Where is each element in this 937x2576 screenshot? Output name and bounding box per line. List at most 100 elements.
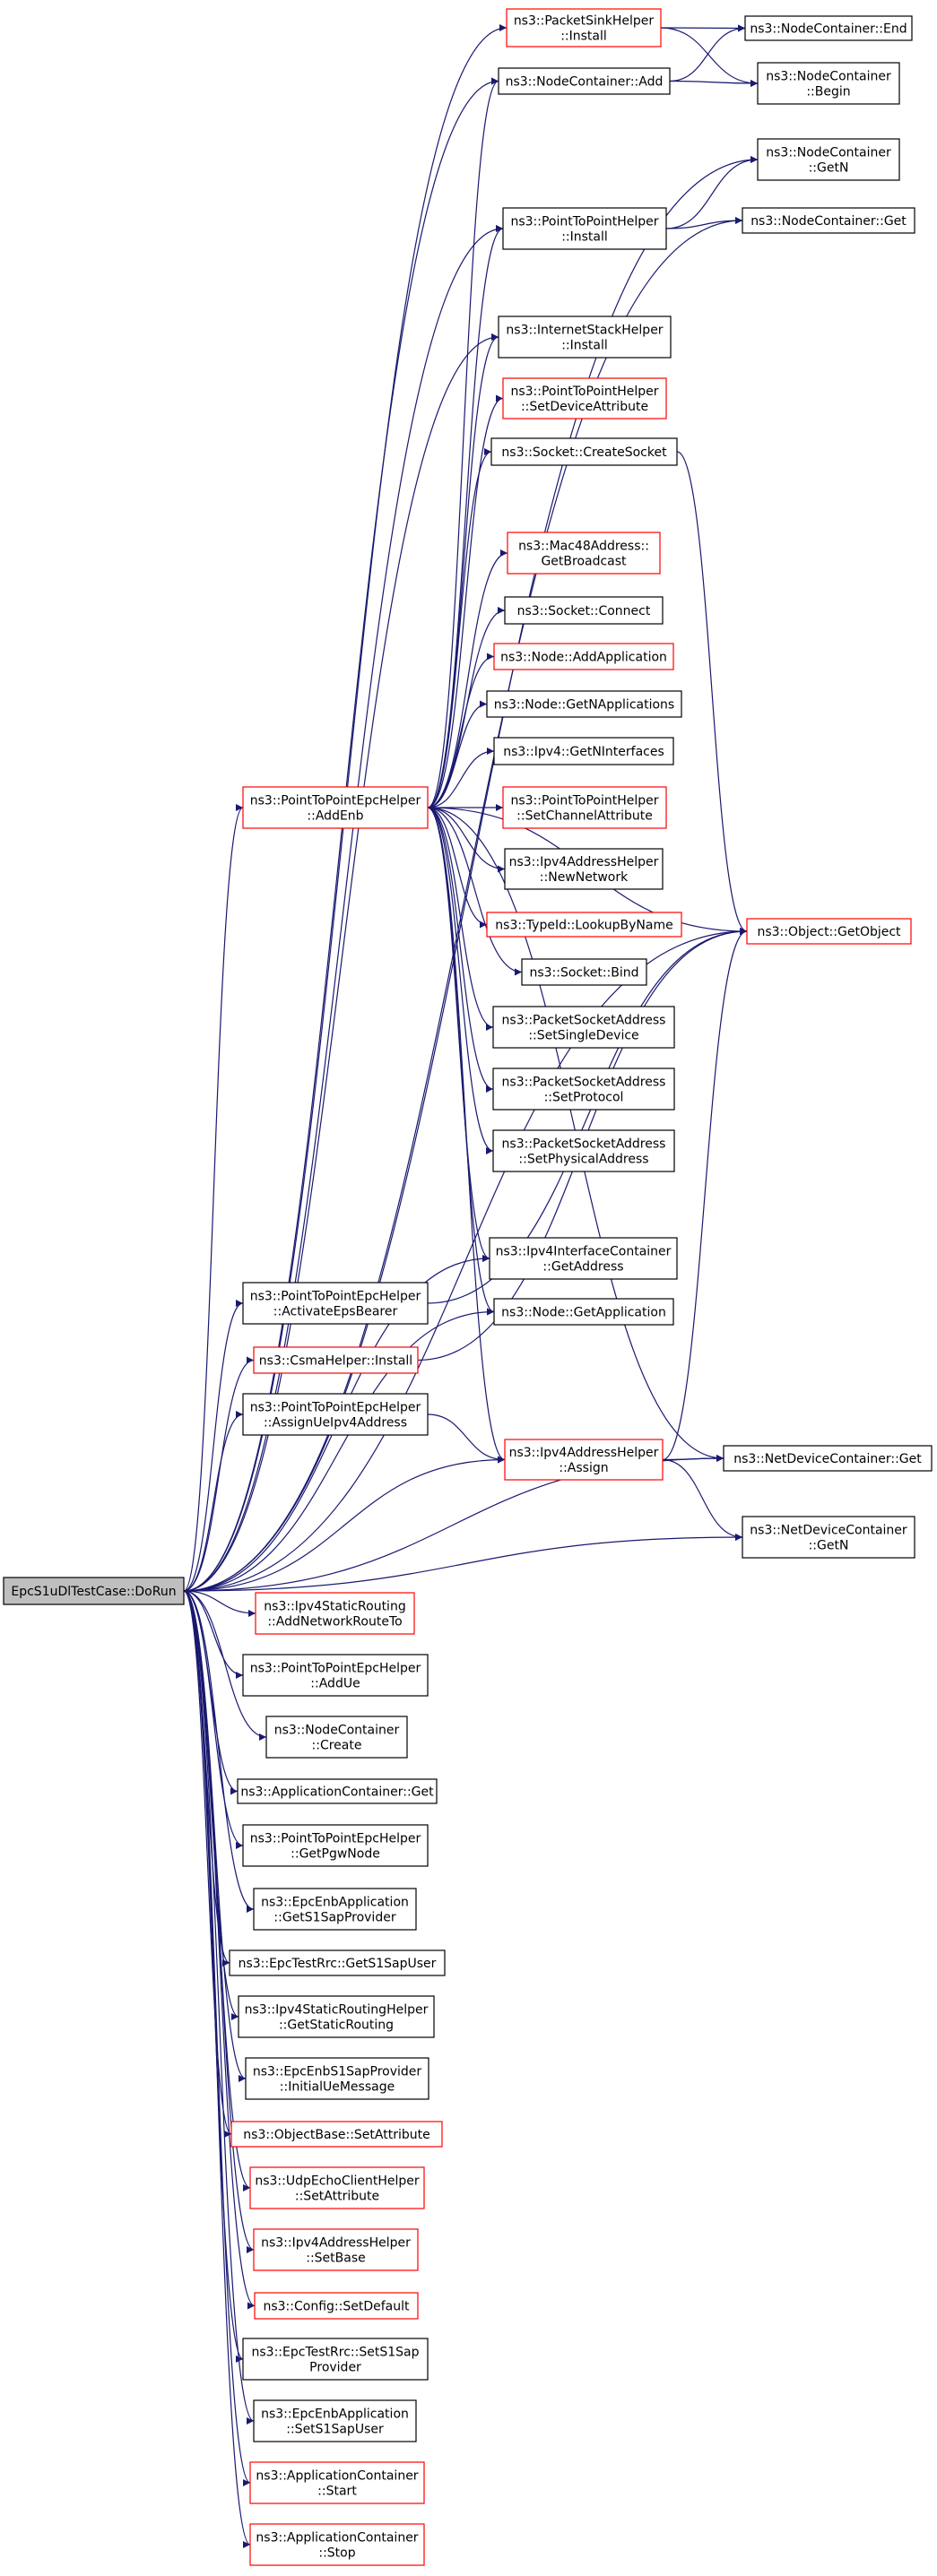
node-label-line: ns3::NetDeviceContainer	[750, 1524, 907, 1538]
node-box	[253, 2228, 419, 2271]
edge-p2pepc-addenb-to-psa-setphys	[427, 807, 494, 1154]
node-box	[245, 2057, 429, 2100]
node-psh-install[interactable]: ns3::PacketSinkHelper::Install	[506, 8, 662, 48]
edge-ipv4ah-assign-to-obj-getobject	[662, 928, 748, 1461]
node-label-line: ::SetBase	[306, 2252, 366, 2266]
node-root[interactable]: EpcS1uDlTestCase::DoRun	[3, 1577, 185, 1605]
node-p2p-setchanattr[interactable]: ns3::PointToPointHelper::SetChannelAttri…	[502, 786, 667, 829]
node-box	[492, 1068, 675, 1111]
node-node-getapp[interactable]: ns3::Node::GetApplication	[493, 1298, 674, 1326]
node-ipv4ic-getaddr[interactable]: ns3::Ipv4InterfaceContainer::GetAddress	[489, 1237, 678, 1280]
node-nc-end[interactable]: ns3::NodeContainer::End	[744, 15, 913, 41]
node-csma-install[interactable]: ns3::CsmaHelper::Install	[253, 1346, 419, 1374]
node-typeid-lookup[interactable]: ns3::TypeId::LookupByName	[486, 912, 682, 938]
node-box	[744, 15, 913, 41]
node-sock-create[interactable]: ns3::Socket::CreateSocket	[490, 437, 678, 466]
node-sock-connect[interactable]: ns3::Socket::Connect	[504, 596, 664, 625]
node-ipv4srh-getstatic[interactable]: ns3::Ipv4StaticRoutingHelper::GetStaticR…	[238, 1995, 435, 2038]
node-epcenbs1-initue[interactable]: ns3::EpcEnbS1SapProvider::InitialUeMessa…	[245, 2057, 429, 2100]
node-label-line: ::SetAttribute	[295, 2190, 379, 2204]
node-obj-getobject[interactable]: ns3::Object::GetObject	[746, 918, 912, 945]
node-box	[255, 1592, 415, 1635]
edge-p2pepc-addenb-to-p2p-setdevattr	[427, 394, 504, 808]
node-mac48-getbcast[interactable]: ns3::Mac48Address::GetBroadcast	[507, 532, 661, 575]
edge-root-to-epcenb-sets1sapuser	[183, 1590, 255, 2425]
node-label-line: ::GetStaticRouting	[279, 2018, 394, 2033]
node-nc-add[interactable]: ns3::NodeContainer::Add	[498, 67, 671, 95]
node-label-line: ::SetPhysicalAddress	[518, 1153, 648, 1167]
node-box	[254, 2292, 419, 2320]
node-label-line: ns3::Node::GetApplication	[501, 1306, 666, 1320]
node-ipv4-getnif[interactable]: ns3::Ipv4::GetNInterfaces	[493, 737, 674, 765]
node-box	[486, 912, 682, 938]
node-nc-begin[interactable]: ns3::NodeContainer::Begin	[757, 62, 900, 105]
node-label-line: ns3::PacketSinkHelper	[514, 14, 655, 29]
node-p2p-install[interactable]: ns3::PointToPointHelper::Install	[502, 207, 667, 250]
node-label-line: Provider	[309, 2361, 361, 2375]
node-label-line: ::GetPgwNode	[291, 1847, 380, 1862]
node-epcrrc-gets1sapuser[interactable]: ns3::EpcTestRrc::GetS1SapUser	[229, 1949, 446, 1976]
node-label-line: ns3::Ipv4AddressHelper	[509, 855, 659, 869]
node-label-line: ns3::ApplicationContainer::Get	[240, 1785, 434, 1800]
node-ac-get[interactable]: ns3::ApplicationContainer::Get	[237, 1778, 438, 1804]
node-label-line: ns3::ObjectBase::SetAttribute	[243, 2128, 429, 2142]
node-label-line: ns3::Ipv4AddressHelper	[261, 2236, 411, 2251]
node-ndc-get[interactable]: ns3::NetDeviceContainer::Get	[723, 1445, 933, 1472]
node-p2p-setdevattr[interactable]: ns3::PointToPointHelper::SetDeviceAttrib…	[502, 377, 667, 419]
node-box	[493, 737, 674, 765]
node-ipv4ah-assign[interactable]: ns3::Ipv4AddressHelper::Assign	[504, 1439, 664, 1481]
edge-p2p-install-to-nc-getn	[665, 156, 759, 229]
node-ish-install[interactable]: ns3::InternetStackHelper::Install	[498, 316, 672, 359]
node-ipv4ah-newnet[interactable]: ns3::Ipv4AddressHelper::NewNetwork	[504, 848, 664, 890]
node-epcenb-sets1sapuser[interactable]: ns3::EpcEnbApplication::SetS1SapUser	[253, 2399, 417, 2442]
edge-root-to-ish-install	[183, 333, 499, 1592]
node-label-line: ns3::PacketSocketAddress	[502, 1076, 666, 1090]
node-label-line: ::Begin	[806, 85, 850, 99]
node-label-line: ns3::InternetStackHelper	[506, 324, 663, 338]
node-label-line: ns3::TypeId::LookupByName	[495, 919, 672, 933]
node-box	[502, 786, 667, 829]
node-uech-setattr[interactable]: ns3::UdpEchoClientHelper::SetAttribute	[249, 2166, 425, 2209]
node-ndc-getn[interactable]: ns3::NetDeviceContainer::GetN	[742, 1516, 915, 1559]
node-label-line: ns3::Socket::Connect	[517, 604, 651, 618]
node-box	[265, 1716, 408, 1759]
node-box	[498, 316, 672, 359]
node-label-line: ns3::PointToPointEpcHelper	[250, 1832, 421, 1846]
edge-psh-install-to-nc-end	[660, 24, 746, 32]
node-label-line: ns3::EpcTestRrc::SetS1Sap	[252, 2346, 420, 2360]
node-ipv4ah-setbase[interactable]: ns3::Ipv4AddressHelper::SetBase	[253, 2228, 419, 2271]
node-psa-setsingle[interactable]: ns3::PacketSocketAddress::SetSingleDevic…	[492, 1006, 675, 1049]
node-nc-get[interactable]: ns3::NodeContainer::Get	[742, 207, 915, 234]
node-p2pepc-assignue[interactable]: ns3::PointToPointEpcHelper::AssignUeIpv4…	[242, 1393, 429, 1436]
node-ac-start[interactable]: ns3::ApplicationContainer::Start	[249, 2461, 425, 2504]
node-label-line: ns3::PointToPointEpcHelper	[250, 1290, 421, 1304]
node-label-line: ns3::Ipv4InterfaceContainer	[496, 1245, 672, 1259]
node-box	[742, 207, 915, 234]
node-psa-setproto[interactable]: ns3::PacketSocketAddress::SetProtocol	[492, 1068, 675, 1111]
node-ob-setattr[interactable]: ns3::ObjectBase::SetAttribute	[230, 2121, 443, 2148]
node-config-setdefault[interactable]: ns3::Config::SetDefault	[254, 2292, 419, 2320]
node-ipv4sr-addroute[interactable]: ns3::Ipv4StaticRouting::AddNetworkRouteT…	[255, 1592, 415, 1635]
node-p2pepc-actbearer[interactable]: ns3::PointToPointEpcHelper::ActivateEpsB…	[242, 1282, 429, 1325]
node-box	[229, 1949, 446, 1976]
edge-p2pepc-actbearer-to-obj-getobject	[427, 928, 748, 1304]
node-label-line: ns3::UdpEchoClientHelper	[255, 2174, 420, 2189]
node-epcenb-gets1sap[interactable]: ns3::EpcEnbApplication::GetS1SapProvider	[253, 1888, 417, 1931]
node-node-addapp[interactable]: ns3::Node::AddApplication	[493, 643, 674, 670]
node-box	[242, 1282, 429, 1325]
node-nc-create[interactable]: ns3::NodeContainer::Create	[265, 1716, 408, 1759]
node-p2pepc-addue[interactable]: ns3::PointToPointEpcHelper::AddUe	[242, 1654, 429, 1697]
node-ac-stop[interactable]: ns3::ApplicationContainer::Stop	[249, 2523, 425, 2566]
node-p2pepc-addenb[interactable]: ns3::PointToPointEpcHelper::AddEnb	[242, 786, 429, 829]
node-label-line: ns3::PointToPointEpcHelper	[250, 794, 421, 808]
node-box	[237, 1778, 438, 1804]
node-nc-getn[interactable]: ns3::NodeContainer::GetN	[757, 138, 900, 181]
node-sock-bind[interactable]: ns3::Socket::Bind	[521, 958, 647, 986]
node-node-getnapps[interactable]: ns3::Node::GetNApplications	[486, 690, 682, 718]
edge-p2pepc-addenb-to-ipv4-getnif	[427, 748, 495, 808]
edge-root-to-nc-add	[183, 77, 499, 1592]
node-psa-setphys[interactable]: ns3::PacketSocketAddress::SetPhysicalAdd…	[492, 1129, 675, 1172]
node-p2pepc-getpgw[interactable]: ns3::PointToPointEpcHelper::GetPgwNode	[242, 1824, 429, 1867]
edge-ipv4ah-assign-to-ndc-getn	[662, 1458, 743, 1541]
